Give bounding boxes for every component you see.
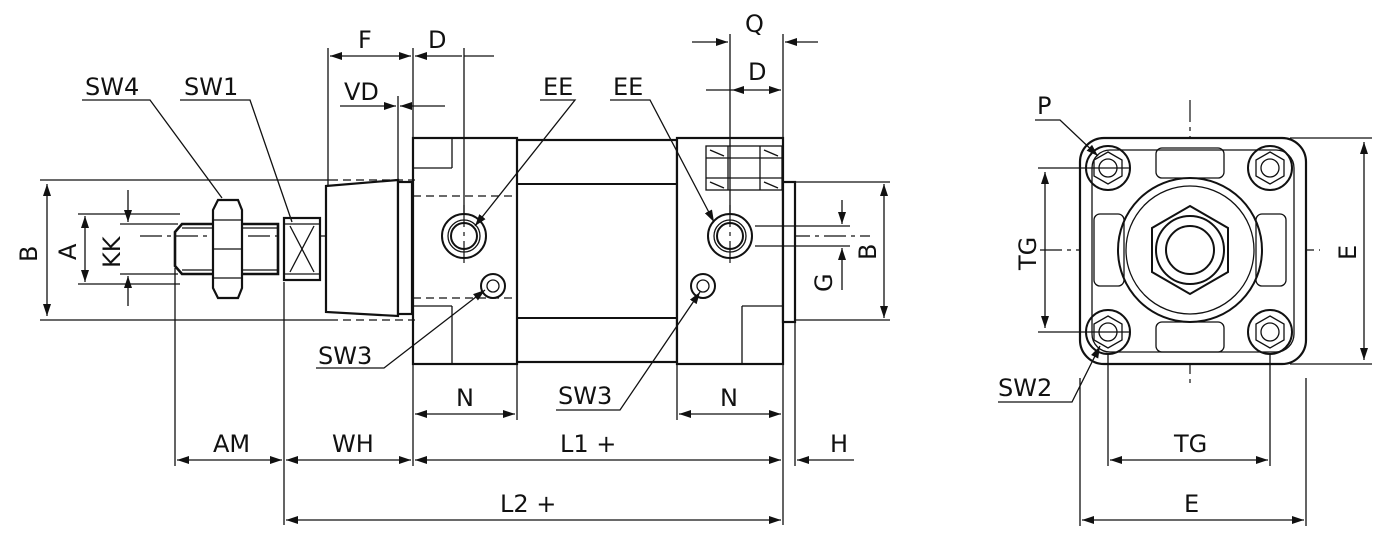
label-b-left: B [15,246,43,262]
label-n-rear: N [720,384,738,412]
label-tg-horizontal: TG [1173,430,1207,458]
label-sw2: SW2 [998,374,1052,402]
label-n-front: N [456,384,474,412]
end-view [1040,100,1320,385]
rod-hex [1151,204,1229,296]
label-d-right: D [748,58,766,86]
label-wh: WH [332,430,374,458]
label-kk: KK [98,235,126,268]
throttle-screw-front [480,273,506,299]
throttle-screw-rear [690,273,716,299]
rod-flats [282,216,322,282]
label-d-top: D [428,26,446,54]
label-q: Q [745,10,764,38]
label-am: AM [213,430,250,458]
lock-nut [211,198,244,300]
side-dimensions [40,34,890,525]
rear-boss [781,180,797,324]
front-cap [411,136,519,366]
label-sw3-front: SW3 [318,342,372,370]
label-a: A [54,243,82,260]
label-l2: L2 + [500,490,556,518]
label-p: P [1037,92,1051,120]
side-view [140,136,870,366]
label-sw4: SW4 [85,73,139,101]
label-h: H [830,430,848,458]
bearing-nose [324,178,414,318]
label-sw3-rear: SW3 [558,382,612,410]
label-e-horizontal: E [1184,490,1199,518]
label-ee-front: EE [543,73,573,101]
barrel [513,138,679,364]
label-sw1: SW1 [184,73,238,101]
label-f: F [358,26,372,54]
label-ee-rear: EE [613,73,643,101]
end-plate [1078,136,1308,366]
tie-rod-nut-tr [1247,145,1293,191]
label-l1: L1 + [560,430,616,458]
label-b-right: B [854,244,882,260]
label-tg-vertical: TG [1014,237,1042,271]
label-g: G [810,273,838,292]
label-vd: VD [344,78,379,106]
label-layer: SW4 SW1 F D VD EE EE Q D B A KK SW3 SW3 … [15,10,1362,518]
end-dimensions [998,119,1372,526]
label-e-vertical: E [1334,245,1362,260]
